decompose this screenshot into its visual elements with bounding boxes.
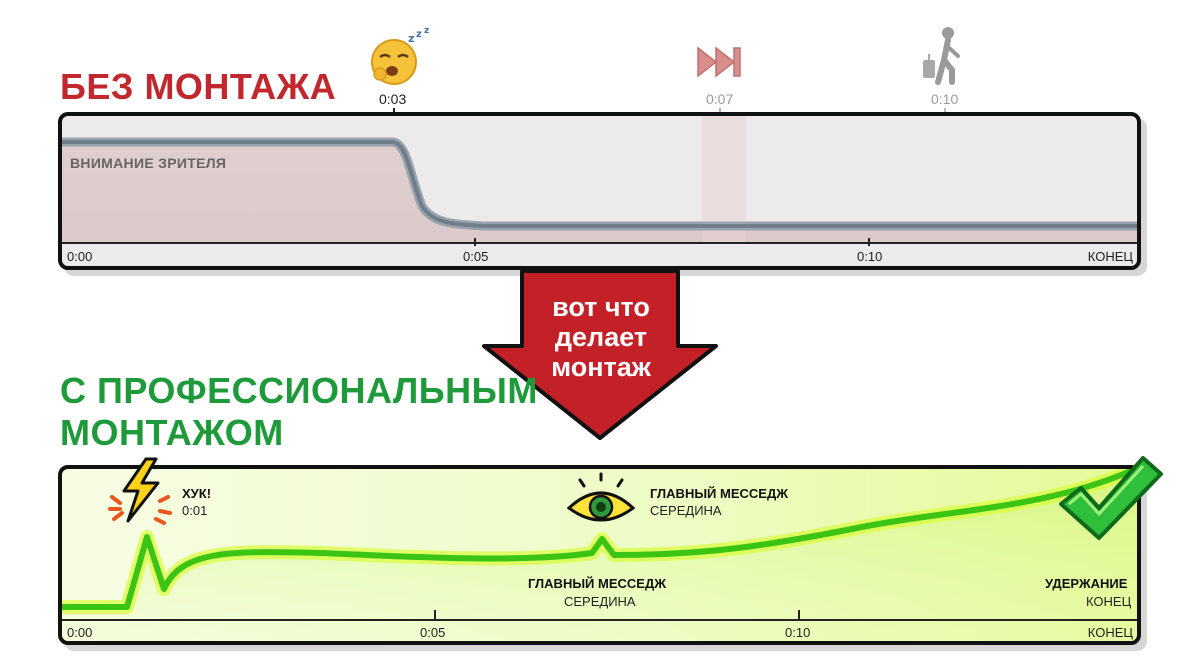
svg-text:z: z — [424, 26, 429, 36]
retention-sub: КОНЕЦ — [1086, 594, 1132, 609]
main-message-label: ГЛАВНЫЙ МЕССЕДЖ — [650, 486, 788, 501]
marker-time-0-07: 0:07 — [706, 91, 734, 107]
marker-time-0-03: 0:03 — [379, 91, 407, 107]
checkmark-icon — [1059, 456, 1163, 540]
tick — [474, 238, 476, 246]
down-arrow — [482, 269, 718, 440]
attention-curve-gray — [62, 116, 1137, 244]
fast-forward-icon — [697, 46, 741, 78]
pro-editing-title-line: С ПРОФЕССИОНАЛЬНЫМ — [60, 370, 538, 411]
tick-label: 0:00 — [67, 249, 93, 264]
tick-label: 0:05 — [463, 249, 489, 264]
retention-label: УДЕРЖАНИЕ — [1045, 576, 1128, 591]
attention-curve-green — [62, 469, 1137, 641]
tick — [798, 610, 800, 619]
yawning-face-icon: z z z — [371, 26, 429, 85]
tick-label: КОНЕЦ — [1087, 249, 1133, 264]
no-editing-panel: 0:00 0:05 0:10 КОНЕЦ — [58, 112, 1141, 270]
eye-icon — [566, 472, 636, 522]
svg-text:z: z — [416, 29, 422, 40]
main-message-sub: СЕРЕДИНА — [650, 503, 722, 518]
main-message-sub-bottom: СЕРЕДИНА — [564, 594, 636, 609]
tick-label: КОНЕЦ — [1087, 625, 1133, 640]
tick-label: 0:10 — [785, 625, 811, 640]
no-editing-title: БЕЗ МОНТАЖА — [60, 66, 337, 107]
marker-time-0-10: 0:10 — [931, 91, 959, 107]
x-axis — [62, 619, 1137, 621]
tick-label: 0:00 — [67, 625, 93, 640]
attention-label: ВНИМАНИЕ ЗРИТЕЛЯ — [70, 155, 227, 171]
arrow-line: делает — [554, 322, 648, 352]
tick — [434, 610, 436, 619]
walking-away-icon — [923, 27, 960, 85]
main-message-label-bottom: ГЛАВНЫЙ МЕССЕДЖ — [528, 576, 666, 591]
arrow-line: вот что — [552, 292, 650, 322]
lightning-icon — [108, 457, 172, 525]
tick — [868, 238, 870, 246]
arrow-caption: вот что делает монтаж — [520, 292, 682, 382]
svg-text:z: z — [408, 32, 414, 45]
x-axis — [62, 242, 1137, 244]
hook-time: 0:01 — [182, 503, 208, 518]
tick-label: 0:05 — [420, 625, 446, 640]
pro-editing-title-line: МОНТАЖОМ — [60, 412, 284, 453]
pro-editing-title: С ПРОФЕССИОНАЛЬНЫМ МОНТАЖОМ — [60, 370, 620, 454]
tick-label: 0:10 — [857, 249, 883, 264]
arrow-line: монтаж — [551, 352, 651, 382]
hook-label: ХУК! — [182, 486, 212, 501]
